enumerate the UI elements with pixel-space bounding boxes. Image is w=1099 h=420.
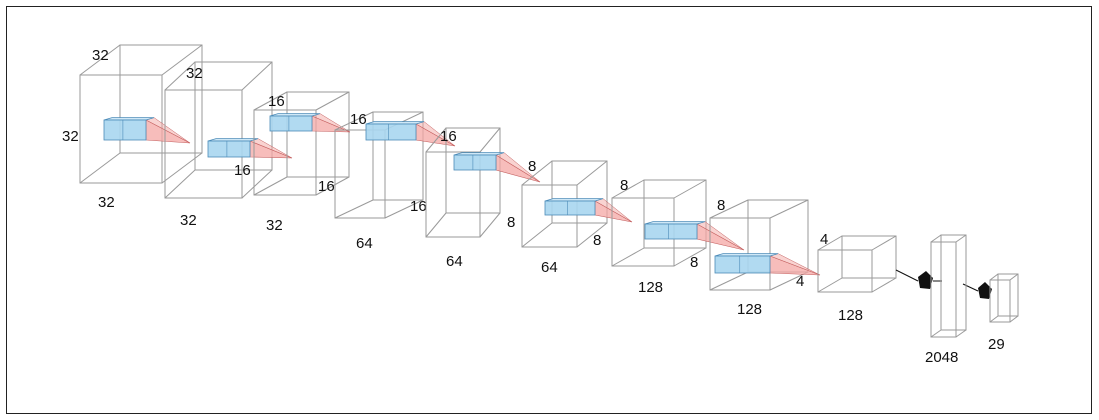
layer-4-dim-label: 64 — [356, 235, 373, 252]
kernel-7 — [644, 221, 745, 251]
layer-4-dim-label: 16 — [350, 111, 367, 128]
layer-8-dim-label: 128 — [737, 301, 762, 318]
kernel-front — [644, 223, 698, 240]
layer-7-dim-label: 8 — [620, 177, 628, 194]
kernel-front — [365, 123, 417, 141]
layer-2-dim-label: 32 — [186, 65, 203, 82]
kernel-front — [453, 154, 497, 171]
layer-7-dim-label: 128 — [638, 279, 663, 296]
layer-2-dim-label: 32 — [180, 212, 197, 229]
kernel-2 — [207, 138, 293, 159]
feature-map-volume — [164, 61, 273, 199]
diagram-frame — [6, 6, 1092, 414]
network-layers: 32 32 32 32 16 32 16 16 32 16 16 64 16 8 64 8 8 64 8 8 128 8 4… — [62, 44, 1019, 366]
layer-8: 8 4 128 — [709, 197, 821, 318]
dense-layer-2-label: 29 — [988, 336, 1005, 353]
layer-7: 8 8 128 — [611, 177, 745, 296]
layer-4-dim-label: 16 — [410, 198, 427, 215]
kernel-6 — [544, 198, 633, 223]
layer-3-dim-label: 16 — [268, 93, 285, 110]
layer-1: 32 32 32 — [62, 44, 203, 211]
layer-2-dim-label: 16 — [234, 162, 251, 179]
layer-3-dim-label: 16 — [318, 178, 335, 195]
kernel-front — [207, 140, 251, 158]
dense-layer-1-label: 2048 — [925, 349, 958, 366]
kernel-front — [544, 200, 596, 216]
feature-map-volume — [611, 179, 707, 267]
layer-7-dim-label: 8 — [690, 254, 698, 271]
layer-5: 16 8 64 — [425, 127, 541, 270]
kernel-4 — [365, 121, 456, 147]
layer-9-dim-label: 128 — [838, 307, 863, 324]
kernel-front — [269, 115, 313, 132]
layer-8-dim-label: 8 — [717, 197, 725, 214]
feature-map-volume — [817, 235, 897, 293]
kernel-3 — [269, 113, 351, 133]
kernel-front — [714, 255, 771, 274]
layer-1-dim-label: 32 — [98, 194, 115, 211]
kernel-8 — [714, 253, 821, 276]
feature-map-volume — [425, 127, 501, 238]
layer-6-dim-label: 8 — [593, 232, 601, 249]
connector-node — [918, 271, 933, 289]
dense-layer-box — [930, 234, 967, 338]
layer-1-dim-label: 32 — [92, 47, 109, 64]
layer-6-dim-label: 64 — [541, 259, 558, 276]
layer-1-dim-label: 32 — [62, 128, 79, 145]
connector-line — [962, 283, 979, 292]
feature-map-volume — [79, 44, 203, 184]
kernel-5 — [453, 152, 541, 183]
layer-5-dim-label: 64 — [446, 253, 463, 270]
layer-5-dim-label: 16 — [440, 128, 457, 145]
dense-layer-box — [989, 273, 1019, 323]
layer-9-dim-label: 4 — [820, 231, 828, 248]
dense-connectors — [895, 269, 992, 299]
connector-line — [895, 269, 919, 282]
layer-6: 8 8 64 — [521, 158, 633, 276]
connector-node — [978, 282, 992, 299]
layer-3-dim-label: 32 — [266, 217, 283, 234]
dense-layer-2: 29 — [988, 273, 1019, 353]
layer-2: 32 16 32 — [164, 61, 293, 229]
layer-4: 16 16 64 — [334, 111, 456, 252]
feature-map-volume — [253, 91, 350, 196]
dense-layer-1: 2048 — [925, 234, 967, 366]
kernel-1 — [103, 117, 191, 144]
layer-9: 4 128 — [817, 231, 897, 324]
layer-8-dim-label: 4 — [796, 273, 804, 290]
kernel-front — [103, 119, 147, 141]
layer-6-dim-label: 8 — [528, 158, 536, 175]
layer-3: 16 16 32 — [253, 91, 351, 234]
feature-map-volume — [521, 160, 608, 248]
layer-5-dim-label: 8 — [507, 214, 515, 231]
